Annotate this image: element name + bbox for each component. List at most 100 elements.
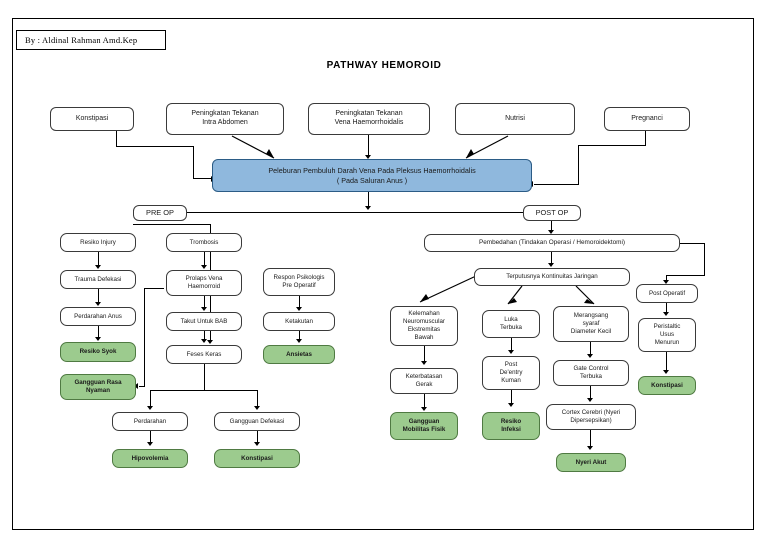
node-post-operatif[interactable]: Post Operatif (636, 284, 698, 303)
line-2: Haemorroid (187, 283, 221, 290)
line-2: Vena Haemorrhoidalis (334, 119, 404, 126)
node-post-op[interactable]: POST OP (523, 205, 581, 221)
arrow-postop-down (548, 230, 554, 234)
line-1: Keterbatasan (405, 373, 443, 381)
arrow-respon-ketakutan (296, 307, 302, 311)
line-1: Luka (504, 316, 518, 324)
node-hipovolemia[interactable]: Hipovolemia (112, 449, 188, 468)
connector-kelemahan-keterbatasan (424, 346, 426, 363)
node-gate-control-terbuka[interactable]: Gate Control Terbuka (553, 360, 629, 386)
arrow-to-post-operatif (663, 280, 669, 284)
node-trauma-defekasi[interactable]: Trauma Defekasi (60, 270, 136, 289)
line-2: Terbuka (579, 373, 602, 380)
arrow-trauma-perdarahan (95, 302, 101, 306)
node-nutrisi[interactable]: Nutrisi (455, 103, 575, 135)
node-peleburan-pembuluh-darah[interactable]: Peleburan Pembuluh Darah Vena Pada Pleks… (212, 159, 532, 192)
connector-preop-bus (133, 224, 211, 226)
line-1: Gangguan (408, 418, 440, 426)
node-konstipasi-preop[interactable]: Konstipasi (214, 449, 300, 468)
node-feses-keras[interactable]: Feses Keras (166, 345, 242, 364)
line-1: Post (504, 361, 518, 369)
arrow-center-down (365, 206, 371, 210)
connector-pregnanci-left (578, 145, 646, 147)
connector-terputusnya-to-merangsang (575, 285, 595, 305)
connector-gatecontrol-cortex (590, 386, 592, 400)
node-ansietas[interactable]: Ansietas (263, 345, 335, 364)
node-prolaps-vena-haemorroid[interactable]: Prolaps Vena Haemorroid (166, 270, 242, 296)
node-pre-op[interactable]: PRE OP (133, 205, 187, 221)
connector-pembedahan-right (680, 243, 705, 245)
connector-respon-ketakutan (299, 296, 301, 309)
connector-nutrisi-to-center (465, 135, 509, 159)
connector-pregnanci-down (645, 131, 647, 146)
connector-prolaps-down (144, 288, 146, 387)
node-trombosis[interactable]: Trombosis (166, 233, 242, 252)
line-3: Diameter Kecil (570, 327, 612, 335)
connector-trauma-perdarahan (98, 289, 100, 304)
arrow-to-perdarahan (147, 406, 153, 410)
arrow-gatecontrol-cortex (587, 398, 593, 402)
connector-postoperatif-down (666, 275, 668, 282)
node-peristaltic-usus-menurun[interactable]: Peristaltic Usus Menurun (638, 318, 696, 352)
connector-branch-bus (183, 212, 559, 214)
node-terputusnya-kontinuitas-jaringan[interactable]: Terputusnya Kontinuitas Jaringan (474, 268, 630, 286)
line-4: Bawah (414, 333, 434, 341)
arrow-prolaps-to-nyaman (134, 383, 138, 389)
author-credit-box: By : Aldinal Rahman Amd.Kep (16, 30, 166, 50)
connector-defekasi-konstipasi (257, 431, 259, 444)
connector-luka-postdeentry (511, 338, 513, 352)
node-keterbatasan-gerak[interactable]: Keterbatasan Gerak (390, 368, 458, 394)
node-resiko-injury[interactable]: Resiko Injury (60, 233, 136, 252)
connector-postoperatif-peristaltic (666, 303, 668, 314)
node-cortex-cerebri[interactable]: Cortex Cerebri (Nyeri Dipersepsikan) (546, 404, 636, 430)
line-1: Gate Control (573, 365, 609, 373)
connector-cortex-nyeriakut (590, 430, 592, 448)
arrow-vena-to-center (365, 155, 371, 159)
node-konstipasi[interactable]: Konstipasi (50, 107, 134, 131)
line-2: Nyaman (85, 387, 111, 394)
node-pregnanci[interactable]: Pregnanci (604, 107, 690, 131)
line-2: Dipersepsikan) (570, 417, 612, 424)
node-merangsang-syaraf-diameter-kecil[interactable]: Merangsang syaraf Diameter Kecil (553, 306, 629, 342)
connector-konstipasi-down (116, 131, 118, 147)
node-perdarahan[interactable]: Perdarahan (112, 412, 188, 431)
arrow-cortex-nyeriakut (587, 446, 593, 450)
node-resiko-infeksi[interactable]: Resiko Infeksi (482, 412, 540, 440)
node-kelemahan-neuromuscular[interactable]: Kelemahan Neuromuscular Ekstremitas Bawa… (390, 306, 458, 346)
connector-pregnanci-to-center (534, 184, 579, 186)
node-post-deentry-kuman[interactable]: Post De'entry Kuman (482, 356, 540, 390)
node-peningkatan-tekanan-intra-abdomen[interactable]: Peningkatan Tekanan Intra Abdomen (166, 103, 284, 135)
node-nyeri-akut[interactable]: Nyeri Akut (556, 453, 626, 472)
connector-terputusnya-to-luka (507, 285, 523, 305)
arrow-postdeentry-resikoinfeksi (508, 403, 514, 407)
node-respon-psikologis-pre-operatif[interactable]: Respon Psikologis Pre Operatif (263, 268, 335, 296)
connector-merangsang-gatecontrol (590, 342, 592, 356)
line-2: Mobilitas Fisik (402, 426, 446, 433)
node-peningkatan-tekanan-vena-haemorrhoidalis[interactable]: Peningkatan Tekanan Vena Haemorrhoidalis (308, 103, 430, 135)
connector-prolaps-to-nyaman (139, 386, 145, 388)
arrow-keterbatasan-mobilitas (421, 407, 427, 411)
node-ketakutan[interactable]: Ketakutan (263, 312, 335, 331)
arrow-peristaltic-konstipasi (663, 370, 669, 374)
arrow-ketakutan-ansietas (296, 339, 302, 343)
node-takut-untuk-bab[interactable]: Takut Untuk BAB (166, 312, 242, 331)
connector-pembedahan-down (551, 252, 553, 265)
node-resiko-syok[interactable]: Resiko Syok (60, 342, 136, 362)
node-gangguan-defekasi[interactable]: Gangguan Defekasi (214, 412, 300, 431)
connector-feses-split (150, 390, 258, 392)
line-1: Peleburan Pembuluh Darah Vena Pada Pleks… (268, 166, 476, 176)
node-gangguan-mobilitas-fisik[interactable]: Gangguan Mobilitas Fisik (390, 412, 458, 440)
line-2: ( Pada Saluran Anus ) (336, 175, 408, 185)
connector-peristaltic-konstipasi (666, 352, 668, 372)
node-luka-terbuka[interactable]: Luka Terbuka (482, 310, 540, 338)
node-pembedahan[interactable]: Pembedahan (Tindakan Operasi / Hemoroide… (424, 234, 680, 252)
node-gangguan-rasa-nyaman[interactable]: Gangguan Rasa Nyaman (60, 374, 136, 400)
node-konstipasi-postop[interactable]: Konstipasi (638, 376, 696, 395)
connector-prolaps-left (144, 288, 164, 290)
connector-intraabdomen-to-center (231, 135, 275, 159)
line-1: Peningkatan Tekanan (191, 110, 259, 118)
line-3: Menurun (654, 338, 680, 346)
line-2: syaraf (582, 320, 600, 328)
node-perdarahan-anus[interactable]: Perdarahan Anus (60, 307, 136, 326)
